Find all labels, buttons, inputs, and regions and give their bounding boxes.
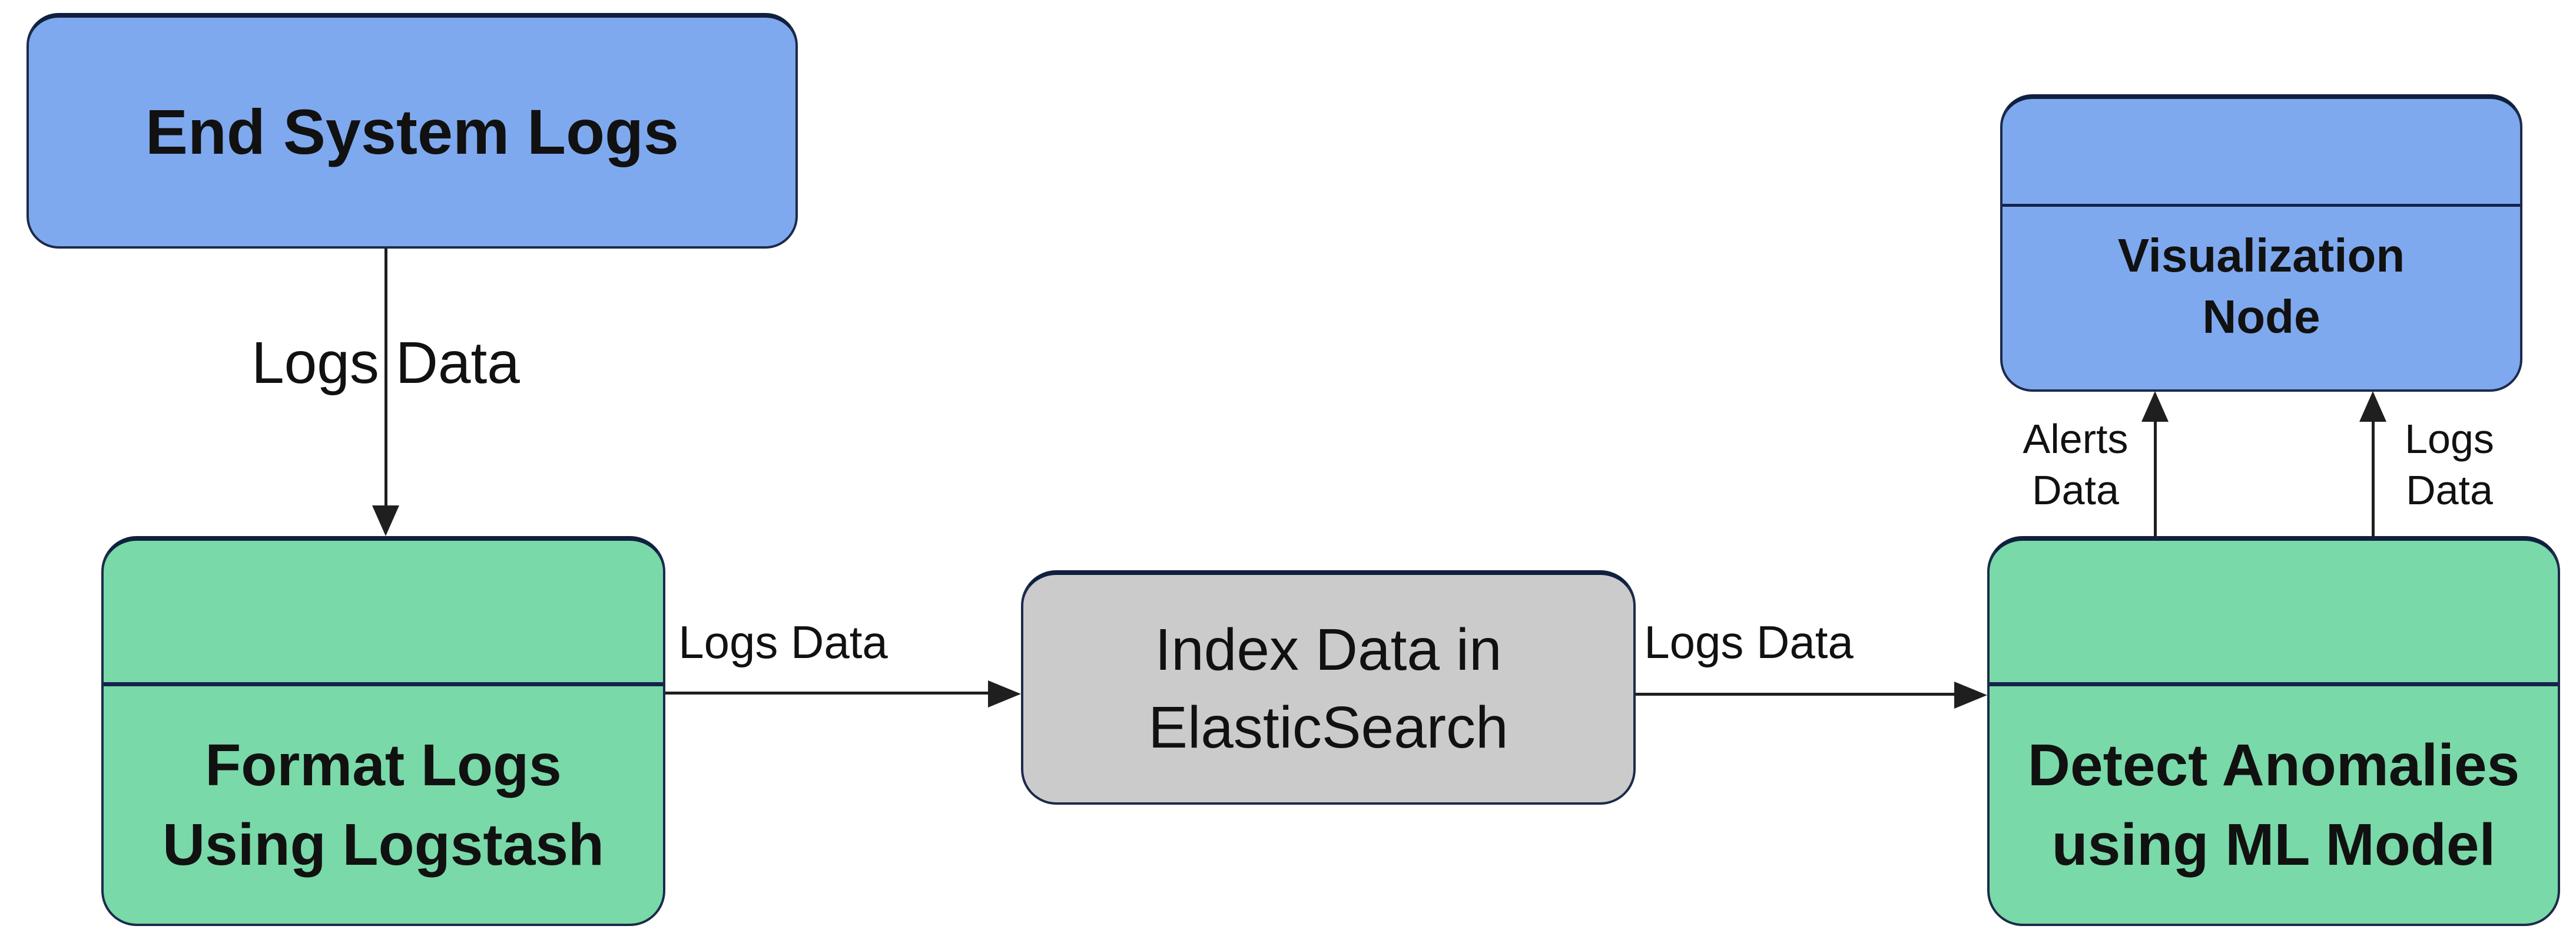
edge-index-to-detect-label: Logs Data — [1644, 616, 1854, 668]
edge-detect-to-vis-logs-label-line2: Data — [2406, 467, 2493, 513]
edge-format-to-index-arrowhead-icon — [988, 680, 1021, 707]
edge-detect-to-vis-logs-label-line1: Logs — [2405, 416, 2494, 462]
node-detect-anomalies-label-line2: using ML Model — [2051, 811, 2496, 878]
node-visualization-label-line2: Node — [2202, 290, 2320, 343]
edge-end-to-format-line — [384, 249, 387, 507]
edge-detect-to-vis-alerts-line — [2154, 422, 2157, 537]
node-visualization: Visualization Node — [2000, 94, 2522, 392]
node-format-logs-label-line2: Using Logstash — [162, 811, 605, 878]
node-format-logs-top-compartment — [104, 541, 663, 686]
node-detect-anomalies-label-line1: Detect Anomalies — [2027, 732, 2520, 798]
edge-detect-to-vis-logs-line — [2372, 422, 2375, 537]
edge-detect-to-vis-logs-label: Logs Data — [2385, 414, 2514, 516]
edge-end-to-format-arrowhead-icon — [372, 505, 399, 536]
node-index-data: Index Data in ElasticSearch — [1021, 570, 1636, 805]
edge-index-to-detect-arrowhead-icon — [1954, 682, 1987, 709]
node-format-logs-label-line1: Format Logs — [205, 732, 562, 798]
node-index-data-body: Index Data in ElasticSearch — [1023, 575, 1633, 802]
edge-detect-to-vis-logs-arrowhead-icon — [2359, 391, 2386, 422]
node-visualization-body: Visualization Node — [2003, 207, 2520, 389]
node-end-system-logs-label: End System Logs — [145, 96, 679, 168]
node-detect-anomalies-body: Detect Anomalies using ML Model — [1990, 686, 2558, 924]
edge-detect-to-vis-alerts-label: Alerts Data — [2002, 414, 2149, 516]
edge-index-to-detect-line — [1636, 693, 1955, 696]
node-index-data-label-line1: Index Data in — [1155, 617, 1502, 683]
edge-format-to-index-label: Logs Data — [678, 616, 888, 668]
node-format-logs-body: Format Logs Using Logstash — [104, 686, 663, 924]
node-detect-anomalies-top-compartment — [1990, 541, 2558, 686]
edge-detect-to-vis-alerts-label-line2: Data — [2032, 467, 2119, 513]
node-visualization-label-line1: Visualization — [2117, 229, 2405, 282]
edge-end-to-format-label: Logs Data — [251, 330, 520, 396]
edge-detect-to-vis-alerts-arrowhead-icon — [2141, 391, 2169, 422]
node-index-data-label-line2: ElasticSearch — [1148, 695, 1509, 761]
node-detect-anomalies: Detect Anomalies using ML Model — [1987, 536, 2560, 926]
node-end-system-logs: End System Logs — [26, 13, 798, 249]
edge-detect-to-vis-alerts-label-line1: Alerts — [2023, 416, 2129, 462]
edge-format-to-index-line — [665, 692, 988, 695]
node-end-system-logs-body: End System Logs — [29, 18, 795, 246]
node-format-logs: Format Logs Using Logstash — [101, 536, 665, 926]
node-visualization-top-compartment — [2003, 99, 2520, 207]
